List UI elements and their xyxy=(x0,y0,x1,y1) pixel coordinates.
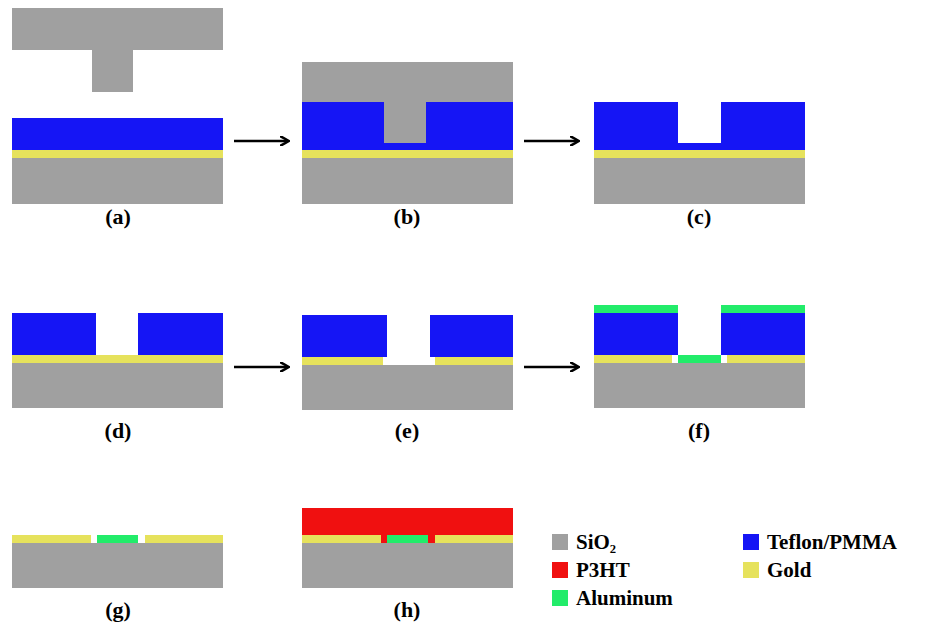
step-label: (g) xyxy=(105,597,131,623)
step-label: (e) xyxy=(395,418,419,444)
legend-text: Gold xyxy=(767,559,811,581)
legend-swatch xyxy=(743,534,759,550)
legend-text: Aluminum xyxy=(576,587,673,609)
legend-swatch xyxy=(743,562,759,578)
step-label: (b) xyxy=(394,204,421,230)
step-label: (d) xyxy=(105,418,132,444)
legend-swatch xyxy=(552,534,568,550)
step-label: (a) xyxy=(105,204,131,230)
step-label: (h) xyxy=(394,597,421,623)
legend-swatch xyxy=(552,562,568,578)
legend-text: Teflon/PMMA xyxy=(767,531,897,553)
legend-text: P3HT xyxy=(576,559,630,581)
legend-swatch xyxy=(552,590,568,606)
step-label: (c) xyxy=(687,204,711,230)
legend-text: SiO₂ xyxy=(576,531,616,553)
step-label: (f) xyxy=(688,418,710,444)
